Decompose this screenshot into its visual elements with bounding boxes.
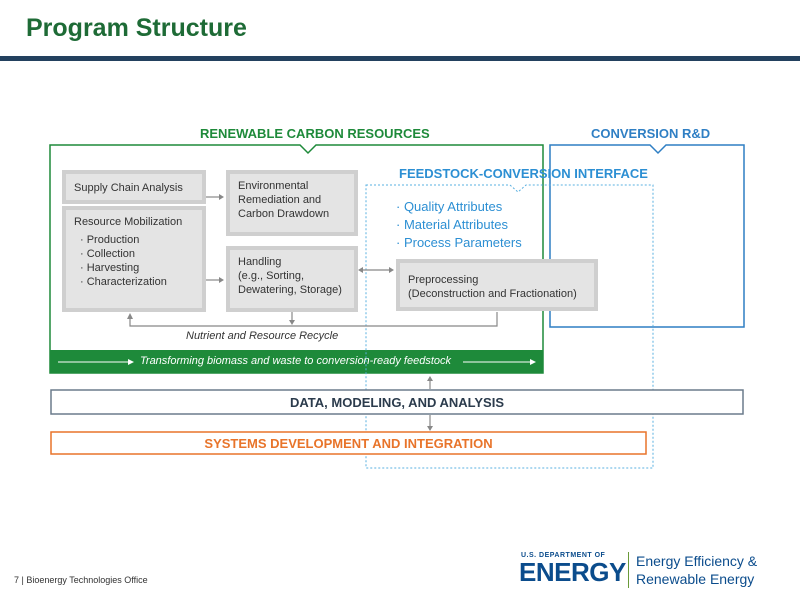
data-modeling-frame	[50, 389, 744, 415]
handling-box: Handling (e.g., Sorting, Dewatering, Sto…	[226, 246, 358, 312]
page-footer-label: 7 | Bioenergy Technologies Office	[14, 575, 148, 585]
page-title: Program Structure	[26, 14, 247, 42]
eere-line-2: Renewable Energy	[636, 571, 755, 587]
transforming-banner-label: Transforming biomass and waste to conver…	[140, 355, 451, 367]
preprocessing-box: Preprocessing (Deconstruction and Fracti…	[396, 259, 598, 311]
preprocessing-line-1: Preprocessing	[408, 274, 479, 286]
eere-line-1: Energy Efficiency &	[636, 553, 758, 569]
list-item: · Collection	[80, 248, 136, 260]
renewable-carbon-label: RENEWABLE CARBON RESOURCES	[200, 126, 430, 141]
interface-dashed-frame	[365, 184, 654, 469]
systems-development-frame	[50, 431, 647, 455]
eere-logo-text: Energy Efficiency & Renewable Energy	[636, 552, 757, 588]
conversion-rd-frame	[549, 144, 745, 328]
systems-development-label: SYSTEMS DEVELOPMENT AND INTEGRATION	[204, 436, 493, 451]
resource-mobilization-box: Resource Mobilization · Production · Col…	[62, 206, 206, 312]
env-line-3: Carbon Drawdown	[238, 208, 330, 220]
env-line-2: Remediation and	[238, 194, 322, 206]
handling-line-2: (e.g., Sorting,	[238, 270, 305, 282]
attribute-list: · Quality Attributes · Material Attribut…	[396, 198, 522, 252]
logo-divider	[628, 552, 629, 588]
handling-line-3: Dewatering, Storage)	[238, 284, 342, 296]
list-item: · Production	[80, 234, 140, 246]
resource-mobilization-title: Resource Mobilization	[74, 216, 183, 228]
environmental-remediation-box: Environmental Remediation and Carbon Dra…	[226, 170, 358, 236]
data-modeling-label: DATA, MODELING, AND ANALYSIS	[289, 395, 505, 410]
recycle-loop	[129, 312, 498, 327]
doe-logo-energy: ENERGY	[519, 557, 626, 587]
doe-logo-top: U.S. DEPARTMENT OF	[521, 552, 606, 559]
supply-chain-label: Supply Chain Analysis	[74, 182, 183, 194]
resource-mobilization-list: · Production · Collection · Harvesting ·…	[74, 233, 194, 289]
preprocessing-line-2: (Deconstruction and Fractionation)	[408, 288, 577, 300]
env-line-1: Environmental	[238, 180, 309, 192]
handling-line-1: Handling	[238, 256, 282, 268]
title-divider	[0, 56, 800, 61]
conversion-rd-label: CONVERSION R&D	[591, 126, 711, 141]
list-item: · Quality Attributes	[396, 199, 503, 214]
list-item: · Characterization	[80, 276, 167, 288]
list-item: · Harvesting	[80, 262, 140, 274]
recycle-label: Nutrient and Resource Recycle	[186, 330, 339, 342]
supply-chain-box: Supply Chain Analysis	[62, 170, 206, 204]
feedstock-interface-label: FEEDSTOCK-CONVERSION INTERFACE	[399, 166, 648, 181]
transforming-banner-bg	[50, 350, 543, 373]
list-item: · Material Attributes	[396, 217, 508, 232]
list-item: · Process Parameters	[396, 235, 522, 250]
